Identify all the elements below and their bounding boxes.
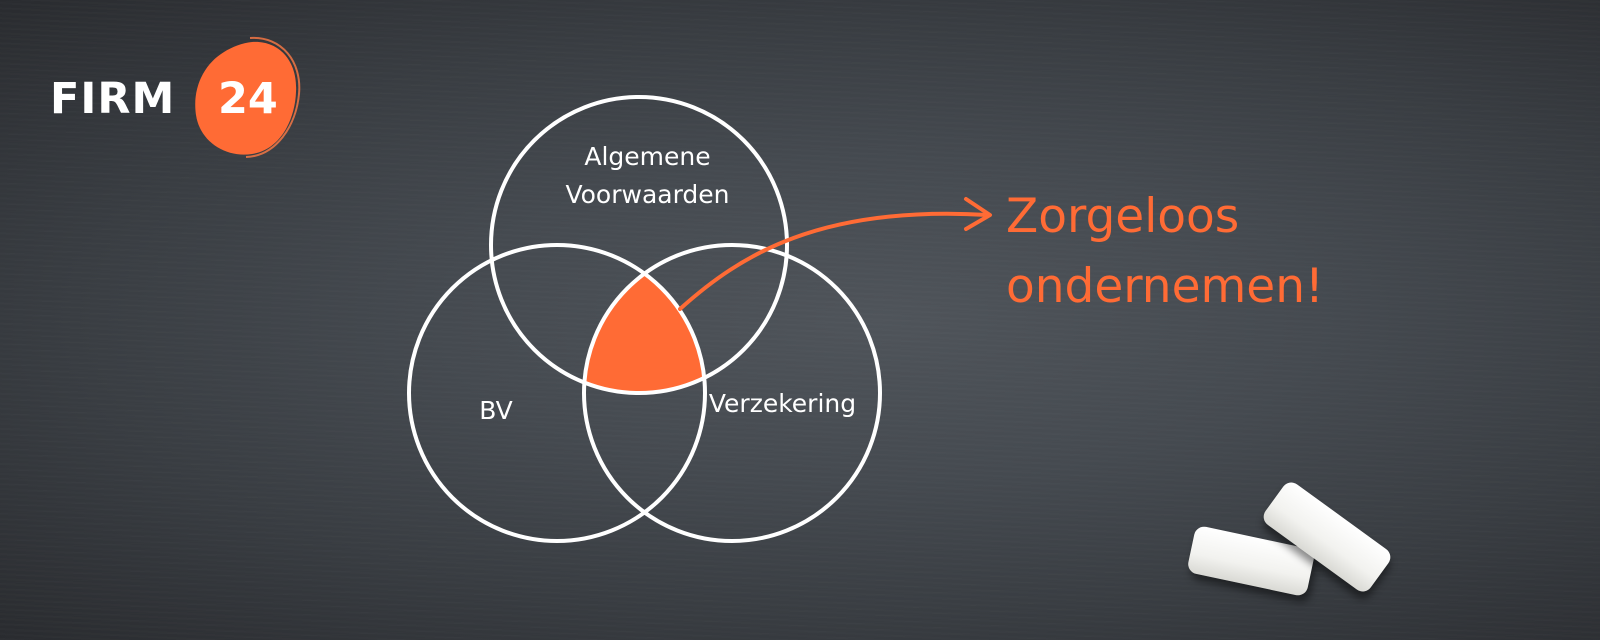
logo-number: 24 <box>218 74 278 124</box>
venn-label-top-line1: Algemene <box>584 142 711 171</box>
venn-circle-right <box>582 243 882 543</box>
tagline-line1: Zorgeloos <box>1006 189 1240 244</box>
venn-label-top: Algemene Voorwaarden <box>540 138 755 214</box>
curved-arrow-right-icon <box>678 197 992 311</box>
tagline: Zorgeloos ondernemen! <box>1006 182 1324 322</box>
venn-label-top-line2: Voorwaarden <box>565 180 730 209</box>
logo-wordmark: FIRM <box>50 74 176 124</box>
venn-label-left: BV <box>479 396 513 425</box>
venn-label-right: Verzekering <box>708 389 857 418</box>
venn-intersection <box>584 245 705 393</box>
tagline-line2: ondernemen! <box>1006 259 1324 314</box>
venn-circle-left <box>407 243 707 543</box>
venn-circle-top <box>489 95 789 395</box>
